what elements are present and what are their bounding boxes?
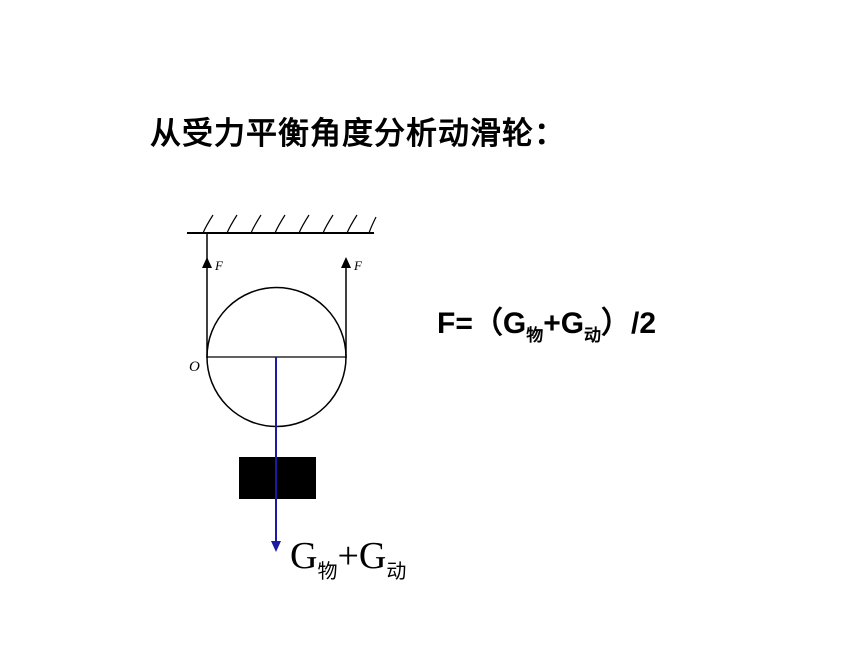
force-arrow-left xyxy=(202,257,212,268)
weight-label-g1: G xyxy=(290,535,318,577)
weight-block xyxy=(239,457,316,499)
force-formula: F=（G物+G动）/2 xyxy=(437,298,656,346)
formula-suffix: ）/2 xyxy=(601,307,657,340)
weight-label: G物+G动 xyxy=(290,534,406,584)
force-arrow-right xyxy=(341,257,351,268)
page-title: 从受力平衡角度分析动滑轮： xyxy=(150,116,566,152)
formula-sub-moving: 动 xyxy=(584,326,602,346)
force-label-right: F xyxy=(353,258,363,273)
weight-label-sub-object: 物 xyxy=(317,559,338,583)
formula-sub-object: 物 xyxy=(526,326,544,346)
pivot-label: O xyxy=(189,359,200,375)
gravity-arrowhead xyxy=(271,541,281,552)
weight-label-sub-moving: 动 xyxy=(386,559,407,583)
weight-label-plus: +G xyxy=(337,535,387,577)
ceiling xyxy=(187,214,377,234)
formula-prefix: F=（G xyxy=(437,307,527,340)
force-label-left: F xyxy=(214,258,224,273)
formula-plus: +G xyxy=(543,307,585,340)
